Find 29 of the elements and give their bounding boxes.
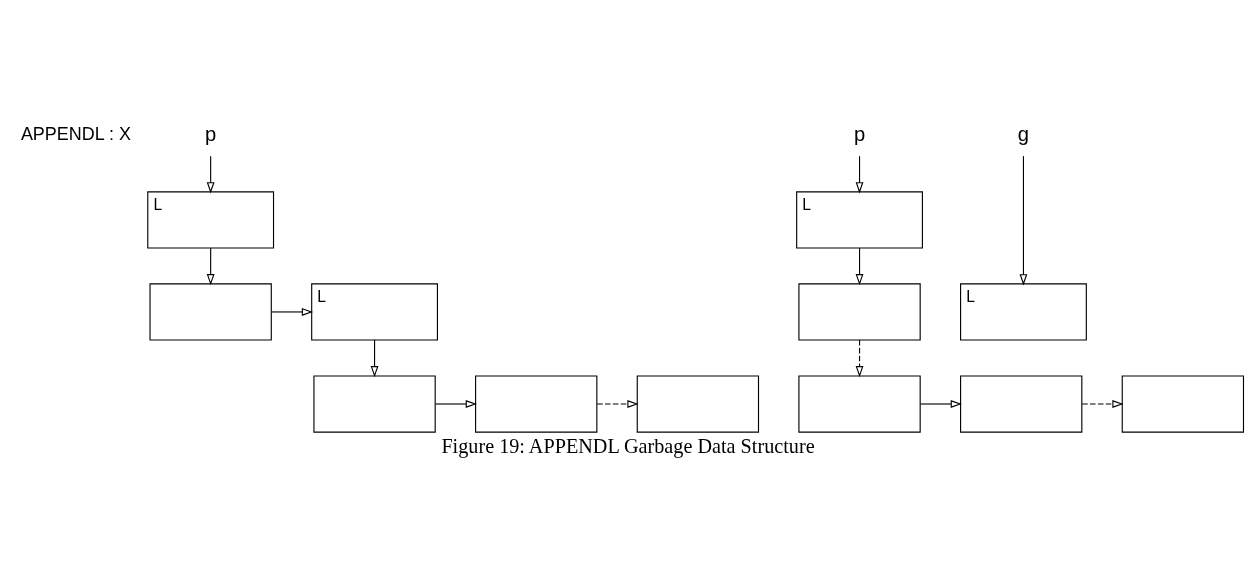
node-box — [798, 374, 921, 433]
arrow — [855, 155, 864, 193]
arrow — [919, 399, 962, 408]
arrow — [855, 338, 864, 377]
node-box — [636, 374, 760, 433]
arrow — [596, 399, 639, 408]
node-box: L — [960, 282, 1087, 341]
node-box: L — [311, 282, 438, 341]
node-box: L — [796, 190, 923, 248]
arrow — [206, 155, 215, 193]
node-box — [960, 374, 1083, 433]
node-text: g — [1017, 122, 1030, 145]
arrow — [855, 246, 864, 285]
label: APPENDL : X — [20, 123, 131, 144]
arrow — [206, 246, 215, 285]
node-box — [1121, 374, 1245, 433]
arrow — [434, 399, 477, 408]
arrow — [370, 338, 379, 377]
arrow — [1081, 399, 1124, 408]
node-box: L — [147, 190, 275, 248]
node-box — [313, 374, 436, 433]
node-box — [798, 282, 921, 341]
node-box — [149, 282, 272, 341]
caption: Figure 19: APPENDL Garbage Data Structure — [441, 434, 815, 457]
node-text: p — [853, 122, 866, 145]
node-box — [475, 374, 598, 433]
arrow — [1019, 155, 1028, 285]
arrow — [270, 307, 314, 316]
node-text: p — [205, 122, 217, 145]
